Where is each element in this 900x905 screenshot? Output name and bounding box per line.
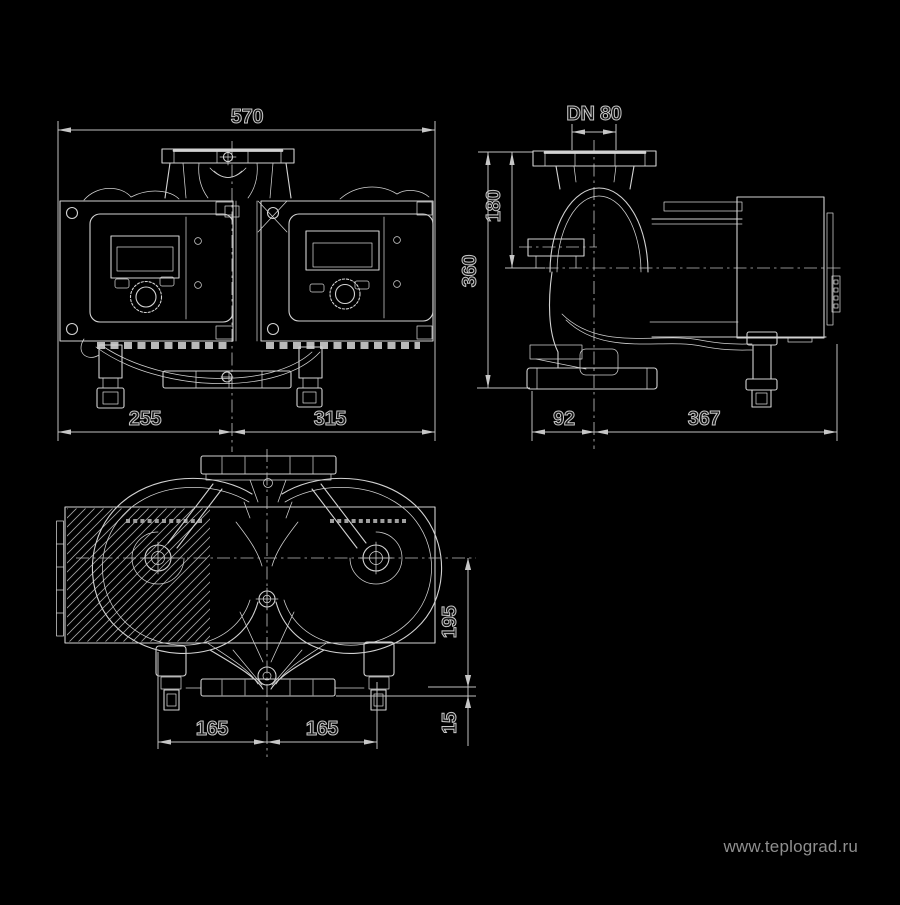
dim-flange-to-axis: 180 — [483, 190, 505, 223]
dim-right-of-axis: 315 — [314, 408, 347, 430]
volute-right — [275, 477, 443, 654]
front-view-dimensions: 570 255 315 — [57, 106, 436, 452]
button — [309, 283, 325, 293]
terminal-strip — [831, 275, 841, 313]
dim-base-plate: 15 — [439, 712, 461, 734]
cable — [565, 319, 753, 351]
button — [159, 276, 175, 287]
module-screw — [393, 236, 401, 244]
top-feet-and-bar — [155, 641, 395, 711]
knob-right — [329, 278, 361, 310]
top-view: 195 15 165 165 — [56, 449, 476, 757]
foot-right — [363, 641, 395, 677]
union-port — [527, 238, 585, 257]
side-view-dimensions: DN 80 180 360 92 367 — [459, 103, 842, 449]
top-view-dimensions: 195 15 165 165 — [76, 449, 476, 757]
dim-axis-to-front: 92 — [553, 408, 575, 430]
dim-overall-height: 360 — [459, 255, 481, 288]
corner-screw — [266, 322, 280, 336]
display-left — [110, 235, 180, 279]
front-bottom-parts — [80, 338, 420, 409]
side-flange — [532, 150, 657, 167]
side-pump — [519, 150, 657, 376]
bottom-flange-bar — [200, 678, 336, 697]
module-screw — [393, 280, 401, 288]
bottom-flange-bar — [162, 370, 292, 389]
side-view: DN 80 180 360 92 367 — [459, 103, 842, 449]
cable — [95, 346, 321, 385]
dim-port-right: 165 — [306, 718, 339, 740]
dim-port-left: 165 — [196, 718, 229, 740]
dim-overall-width: 570 — [231, 106, 264, 128]
electronics-box — [736, 196, 825, 339]
cable — [561, 313, 753, 345]
corner-screw — [65, 206, 79, 220]
gasket-strip — [56, 520, 64, 637]
front-pump-flange — [161, 148, 295, 199]
dim-axis-to-back: 367 — [688, 408, 721, 430]
dim-axis-to-base: 195 — [439, 606, 461, 639]
dim-left-of-axis: 255 — [129, 408, 162, 430]
watermark-text: www.teplograd.ru — [722, 837, 858, 856]
cable — [103, 346, 313, 379]
module-screw — [194, 281, 202, 289]
corner-screw — [65, 322, 79, 336]
front-top-cables — [83, 186, 430, 201]
knob-left — [129, 280, 163, 314]
cable — [80, 338, 100, 358]
display-right — [305, 230, 380, 271]
volute-left — [91, 477, 259, 654]
control-module-right — [288, 213, 434, 322]
side-base-foot — [526, 367, 658, 390]
front-view: 570 255 315 — [57, 106, 436, 452]
side-motor-box — [561, 196, 841, 408]
corner-screw — [266, 206, 280, 220]
button — [114, 278, 130, 289]
dim-flange: DN 80 — [566, 103, 621, 125]
control-module-left — [89, 213, 234, 323]
button — [354, 280, 370, 290]
foot-left — [155, 645, 187, 677]
module-screw — [194, 237, 202, 245]
housing-outline — [64, 506, 436, 644]
vent-screw — [263, 478, 273, 488]
pump-dome — [549, 187, 649, 273]
